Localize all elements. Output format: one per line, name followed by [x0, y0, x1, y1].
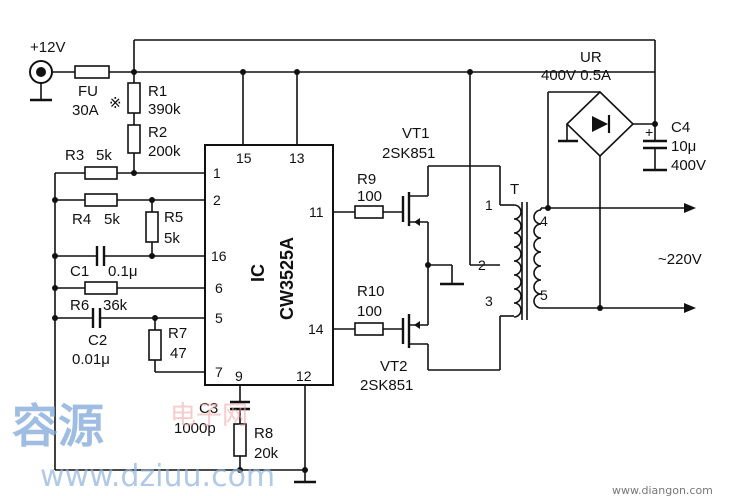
junction-dot [467, 69, 473, 75]
r6-value: 36k [103, 297, 128, 314]
junction-dot [237, 467, 243, 473]
ic-pin-9: 9 [235, 368, 243, 384]
ic-pin-1: 1 [213, 165, 221, 181]
resistor-r1 [127, 82, 141, 114]
junction-dot [131, 69, 137, 75]
vt1-arrow [414, 218, 420, 226]
r8-value: 20k [254, 445, 279, 462]
r6-name: R6 [70, 297, 89, 314]
r3-value: 5k [96, 147, 112, 164]
vt2-name: VT2 [380, 358, 408, 375]
ic-pin-14: 14 [308, 321, 324, 337]
resistor-r7 [148, 329, 162, 361]
junction-dot [652, 121, 658, 127]
transformer-name: T [510, 181, 519, 198]
r7-value: 47 [170, 345, 187, 362]
resistor-r3 [84, 166, 118, 180]
c4-voltage: 400V [671, 157, 706, 174]
r9-name: R9 [357, 171, 376, 188]
fuse-fu [74, 65, 110, 79]
ic-part-number: CW3525A [277, 237, 297, 320]
r4-value: 5k [104, 211, 120, 228]
transformer-pin-4: 4 [540, 213, 548, 229]
ic-label: IC [248, 264, 268, 282]
bridge-name: UR [580, 49, 602, 66]
output-arrow [684, 303, 696, 313]
output-arrow [684, 203, 696, 213]
r5-value: 5k [164, 230, 180, 247]
watermark-chinese-small: 电子网 [170, 401, 248, 431]
vt2-arrow [414, 321, 420, 329]
r1-value: 390k [148, 101, 181, 118]
transformer-primary-winding [513, 204, 522, 318]
ic-pin-7: 7 [215, 364, 223, 380]
c1-name: C1 [70, 263, 89, 280]
dc-input-jack-center [36, 67, 46, 77]
r1-name: R1 [148, 83, 167, 100]
resistor-r2 [127, 124, 141, 154]
c4-plus-sign: + [645, 124, 653, 140]
fuse-name: FU [78, 83, 98, 100]
transformer-pin-5: 5 [540, 287, 548, 303]
ic-pin-16: 16 [211, 248, 227, 264]
ic-pin-13: 13 [289, 150, 305, 166]
c4-name: C4 [671, 119, 690, 136]
r2-name: R2 [148, 124, 167, 141]
junction-dot [149, 253, 155, 259]
r8-name: R8 [254, 425, 273, 442]
c3-name: C3 [199, 400, 218, 417]
c4-value: 10μ [671, 138, 696, 155]
ic-pin-2: 2 [213, 192, 221, 208]
bridge-diode-symbol [592, 116, 608, 132]
ic-pin-15: 15 [236, 150, 252, 166]
r10-value: 100 [357, 303, 382, 320]
supply-label: +12V [30, 39, 65, 56]
output-voltage-label: ~220V [658, 251, 702, 268]
ic-pin-6: 6 [215, 280, 223, 296]
r5-name: R5 [164, 209, 183, 226]
bridge-rating: 400V 0.5A [541, 67, 611, 84]
c3-value: 1000p [174, 420, 216, 437]
c1-value: 0.1μ [108, 263, 138, 280]
c2-name: C2 [88, 332, 107, 349]
fuse-note-mark: ※ [109, 95, 122, 112]
transformer-pin-2: 2 [478, 257, 486, 273]
watermark-chinese: 容源 [12, 399, 104, 453]
r10-name: R10 [357, 283, 385, 300]
vt1-part: 2SK851 [382, 145, 435, 162]
junction-dot [131, 170, 137, 176]
c2-value: 0.01μ [72, 351, 110, 368]
resistor-r4 [84, 193, 118, 207]
ic-pin-12: 12 [296, 368, 312, 384]
transformer-pin-1: 1 [485, 197, 493, 213]
transformer-pin-3: 3 [485, 293, 493, 309]
r9-value: 100 [357, 188, 382, 205]
fuse-rating: 30A [72, 102, 99, 119]
r2-value: 200k [148, 143, 181, 160]
vt2-part: 2SK851 [360, 377, 413, 394]
r3-name: R3 [65, 147, 84, 164]
resistor-r6 [84, 281, 118, 295]
r7-name: R7 [168, 325, 187, 342]
watermark-url: www.dziuu.com [40, 459, 275, 494]
resistor-r5 [145, 211, 159, 243]
resistor-r10 [354, 322, 384, 336]
transformer-secondary-winding [533, 209, 542, 309]
ic-pin-11: 11 [309, 204, 324, 220]
ic-cw3525a [204, 144, 334, 386]
r4-name: R4 [72, 211, 91, 228]
vt1-name: VT1 [402, 125, 430, 142]
watermark-corner-url: www.diangon.com [612, 484, 713, 496]
resistor-r9 [354, 205, 384, 219]
ic-pin-5: 5 [215, 310, 223, 326]
